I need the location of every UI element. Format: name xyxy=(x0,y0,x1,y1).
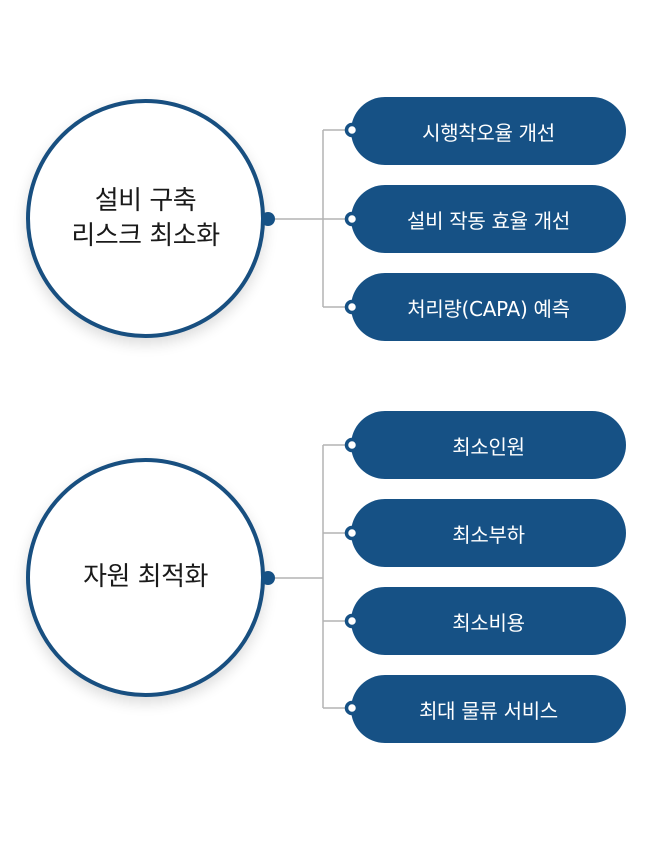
item-label: 처리량(CAPA) 예측 xyxy=(407,296,570,321)
item-label: 시행착오율 개선 xyxy=(422,120,555,145)
item-label: 최대 물류 서비스 xyxy=(419,698,558,723)
group-1-connectors xyxy=(272,129,352,308)
item-label: 최소부하 xyxy=(452,522,525,547)
item-label: 최소비용 xyxy=(452,610,525,635)
circle-risk-minimization: 설비 구축 리스크 최소화 xyxy=(26,99,265,338)
item-min-personnel: 최소인원 xyxy=(351,411,626,479)
item-equipment-efficiency: 설비 작동 효율 개선 xyxy=(351,185,626,253)
circle-resource-optimization: 자원 최적화 xyxy=(26,458,265,697)
item-min-cost: 최소비용 xyxy=(351,587,626,655)
item-max-logistics-service: 최대 물류 서비스 xyxy=(351,675,626,743)
circle-title: 설비 구축 리스크 최소화 xyxy=(71,185,220,251)
item-label: 설비 작동 효율 개선 xyxy=(407,208,570,233)
circle-title: 자원 최적화 xyxy=(83,562,208,592)
group-2-connectors xyxy=(272,444,352,709)
item-capa-forecast: 처리량(CAPA) 예측 xyxy=(351,273,626,341)
item-min-load: 최소부하 xyxy=(351,499,626,567)
item-label: 최소인원 xyxy=(452,434,525,459)
item-trial-error-improvement: 시행착오율 개선 xyxy=(351,97,626,165)
